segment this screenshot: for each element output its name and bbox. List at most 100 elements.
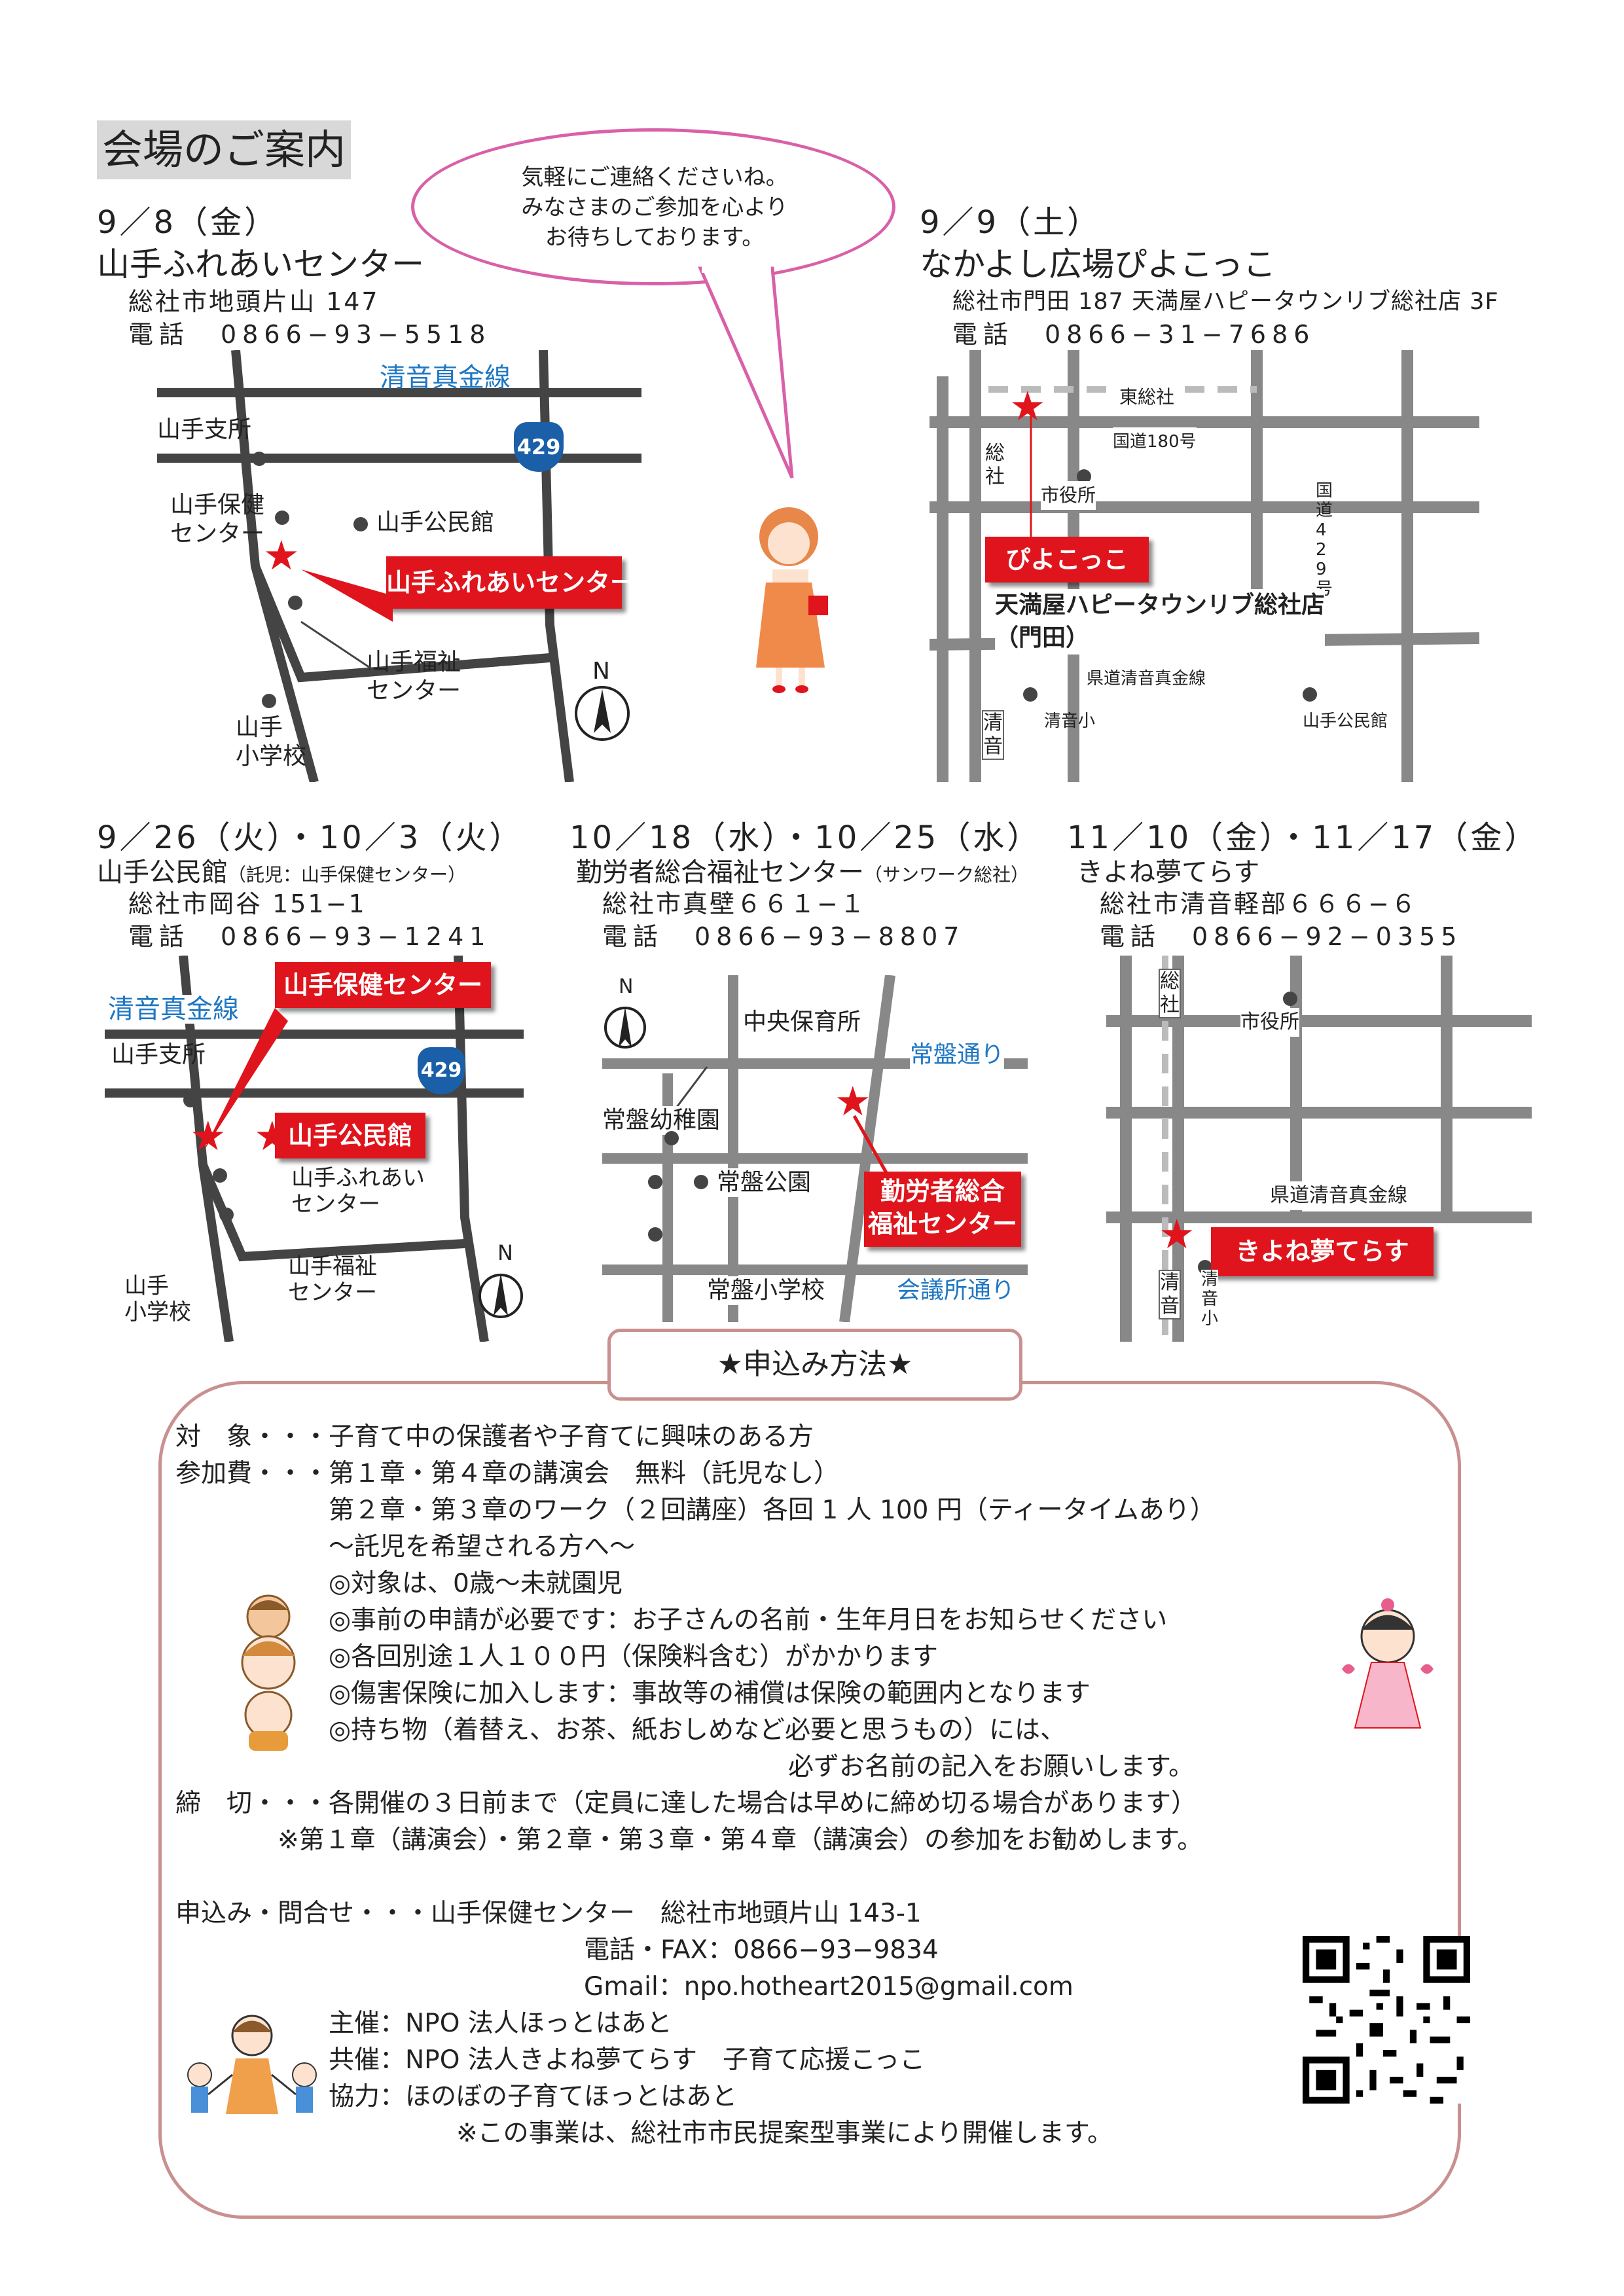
qr-code[interactable] [1303, 1936, 1470, 2104]
venue2-date: 9／9（土） [920, 204, 1102, 241]
venue4-address: 総社市真壁６６１−１ [602, 889, 867, 918]
speech-text: 気軽にご連絡くださいね。 みなさまのご参加を心より お待ちしております。 [521, 164, 788, 251]
north-arrow-icon [478, 1273, 523, 1318]
app-line-tel: 電話・FAX：0866−93−9834 [175, 1935, 939, 1965]
venue4-note: （サンワーク総社） [864, 864, 1030, 886]
venue5-date: 11／10（金）・11／17（金） [1067, 819, 1539, 856]
app-line-fee2: 第２章・第３章のワーク（２回講座）各回 1 人 100 円（ティータイムあり） [175, 1496, 1216, 1525]
map1-label-kominkan: 山手公民館 [376, 509, 495, 536]
map4-label-hoikusho: 中央保育所 [743, 1008, 861, 1037]
family-stack-illustration [241, 1594, 296, 1751]
map-yamate-kominkan: 清音真金線 429 山手支所 ★ ★ 山手公民館 山手保健センター 山手ふれあい… [105, 956, 524, 1342]
map2-label-route180: 国道180号 [1113, 427, 1197, 456]
app-line-c1: ◎対象は、0歳～未就園児 [175, 1569, 623, 1598]
application-title: ★申込み方法★ [607, 1329, 1022, 1401]
app-line-c2: ◎事前の申請が必要です：お子さんの名前・生年月日をお知らせください [175, 1605, 1168, 1635]
map5-label-kendo: 県道清音真金線 [1270, 1181, 1407, 1210]
map2-label-tenmaya: 天満屋ハピータウンリブ総社店 （門田） [995, 589, 1326, 655]
map4-label-tokiwa-dori: 常盤通り [910, 1041, 1005, 1069]
girl-illustration [1342, 1598, 1434, 1729]
venue4-tel: 電話 0866−93−8807 [602, 922, 965, 951]
map3-callout-kominkan: 山手公民館 [275, 1113, 425, 1158]
venue2-name: なかよし広場ぴよこっこ [920, 245, 1276, 283]
app-line-deadline: 締 切・・・各開催の３日前まで（定員に達した場合は早めに締め切る場合があります） [175, 1789, 1197, 1818]
venue3-name: 山手公民館 [97, 857, 228, 888]
speech-tail [698, 266, 794, 479]
map2-label-kiyoneshou: 清音小 [1044, 711, 1096, 731]
map3-leader [203, 1008, 288, 1152]
map2-label-higashisoja: 東総社 [1119, 383, 1175, 412]
map5-callout: きよね夢てらす [1211, 1227, 1434, 1276]
app-line-c4: ◎傷害保険に加入します：事故等の補償は保険の範囲内となります [175, 1679, 1091, 1708]
map3-north-label: N [497, 1240, 513, 1265]
map1-venue-star: ★ [263, 531, 300, 579]
map-kiyone: 総 社 市役所 県道清音真金線 ★ きよね夢てらす 清 音 清 音 小 [1106, 956, 1532, 1342]
map1-label-school: 山手 小学校 [236, 714, 307, 770]
speech-bubble [411, 128, 895, 285]
app-line-gmail: Gmail：npo.hotheart2015@gmail.com [175, 1972, 1074, 2001]
map5-venue-star: ★ [1159, 1210, 1195, 1258]
venue4-name: 勤労者総合福祉センター [576, 857, 864, 888]
app-line-cohost: 共催：NPO 法人きよね夢てらす 子育て応援こっこ [175, 2045, 926, 2075]
app-line-note: ※第１章（講演会）・第２章・第３章・第４章（講演会）の参加をお勧めします。 [175, 1825, 1203, 1855]
map1-north-label: N [592, 658, 610, 685]
map1-label-shisho: 山手支所 [157, 416, 252, 443]
venue3-name-row: 山手公民館（託児：山手保健センター） [97, 851, 466, 889]
map4-north-label: N [619, 975, 634, 998]
venue3-address: 総社市岡谷 151−1 [128, 889, 367, 918]
app-line-childcare: ～託児を希望される方へ～ [175, 1532, 636, 1562]
map2-label-shiyakusho: 市役所 [1041, 481, 1096, 510]
map2-label-kiyone: 清 音 [982, 710, 1004, 760]
venue3-date: 9／26（火）・10／3（火） [97, 819, 524, 856]
woman-illustration [756, 507, 828, 693]
venue4-date: 10／18（水）・10／25（水） [569, 819, 1041, 856]
app-line-c3: ◎各回別途１人１００円（保険料含む）がかかります [175, 1642, 939, 1672]
map4-venue-star: ★ [835, 1077, 871, 1125]
venue5-address: 総社市清音軽部６６６−６ [1100, 889, 1418, 918]
venue5-name: きよね夢てらす [1077, 857, 1260, 888]
app-line-contact: 申込み・問合せ・・・山手保健センター 総社市地頭片山 143-1 [175, 1899, 922, 1928]
venue5-tel: 電話 0866−92−0355 [1100, 922, 1463, 951]
map1-callout: 山手ふれあいセンター [386, 556, 635, 609]
app-line-c5: ◎持ち物（着替え、お茶、紙おしめなど必要と思うもの）には、 [175, 1715, 1066, 1745]
app-line-fee: 参加費・・・第１章・第４章の講演会 無料（託児なし） [175, 1459, 840, 1488]
venue4-name-row: 勤労者総合福祉センター（サンワーク総社） [576, 851, 1029, 889]
venue2-tel: 電話 0866−31−7686 [952, 320, 1316, 349]
map5-label-kiyone: 清 音 [1159, 1270, 1181, 1319]
map1-road-label: 清音真金線 [380, 363, 511, 393]
map4-callout: 勤労者総合 福祉センター [864, 1172, 1021, 1247]
venue1-tel: 電話 0866−93−5518 [128, 320, 492, 349]
map4-label-shogakko: 常盤小学校 [707, 1276, 825, 1305]
map2-callout: ぴよこっこ [985, 537, 1149, 583]
venue1-address: 総社市地頭片山 147 [128, 287, 380, 316]
map3-label-fureai: 山手ふれあい センター [291, 1165, 425, 1217]
map1-label-fukushi: 山手福祉 センター [367, 649, 461, 704]
north-arrow-icon [604, 1007, 646, 1049]
map2-label-kominkan: 山手公民館 [1303, 711, 1388, 731]
map1-leaders [300, 569, 393, 675]
app-line-coop: 協力：ほのぼの子育てほっとはあと [175, 2082, 738, 2111]
map3-label-school: 山手 小学校 [124, 1273, 191, 1325]
map2-venue-star: ★ [1009, 382, 1046, 430]
app-line-footer: ※この事業は、総社市市民提案型事業により開催します。 [175, 2119, 1113, 2148]
page-title: 会場のご案内 [97, 120, 352, 179]
north-arrow-icon [575, 686, 630, 741]
venue1-name: 山手ふれあいセンター [97, 245, 424, 283]
map-sunwork: N 中央保育所 常盤通り 常盤幼稚園 ★ 常盤公園 勤労者総合 福祉センター 常… [602, 975, 1028, 1322]
venue1-date: 9／8（金） [97, 204, 279, 241]
map-yamate-fureai: 清音真金線 429 山手支所 山手保健 センター 山手公民館 ★ 山手福祉 セン… [157, 350, 641, 782]
map5-label-soja: 総 社 [1159, 969, 1181, 1018]
map2-label-kendo: 県道清音真金線 [1087, 669, 1206, 689]
map4-label-kaigisho-dori: 会議所通り [897, 1276, 1015, 1305]
map3-label-fukushi: 山手福祉 センター [288, 1253, 377, 1306]
map3-label-shisho: 山手支所 [111, 1041, 206, 1068]
map5-label-shiyakusho: 市役所 [1240, 1008, 1299, 1037]
route-429-sign: 429 [418, 1047, 465, 1094]
app-line-target: 対 象・・・子育て中の保護者や子育てに興味のある方 [175, 1422, 814, 1452]
venue2-address: 総社市門田 187 天満屋ハピータウンリブ総社店 3F [952, 289, 1499, 315]
venue3-note: （託児：山手保健センター） [228, 864, 467, 886]
map3-callout-hoken: 山手保健センター [275, 962, 491, 1008]
map1-label-hoken: 山手保健 センター [170, 492, 265, 547]
venue3-tel: 電話 0866−93−1241 [128, 922, 492, 951]
map2-label-soja: 総 社 [985, 442, 1005, 489]
